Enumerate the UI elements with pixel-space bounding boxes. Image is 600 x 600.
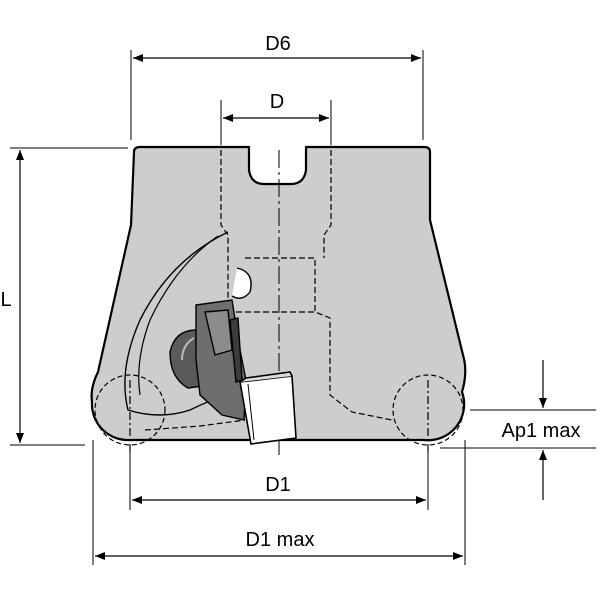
corner-insert-circles [94,374,464,455]
label-d6: D6 [265,33,291,55]
hidden-bore-lines [144,150,393,431]
label-ap1-max: Ap1 max [502,420,581,442]
dimension-lines [16,54,547,560]
label-d1: D1 [265,474,291,496]
cutter-body [90,145,467,455]
insert-front-face [239,371,297,445]
insert [195,299,247,421]
label-d1-max: D1 max [246,529,315,551]
dimension-labels: D6 D L Ap1 max D1 D1 max [0,33,580,551]
extension-lines [10,50,596,565]
label-d: D [270,91,284,113]
label-l: L [0,289,11,311]
